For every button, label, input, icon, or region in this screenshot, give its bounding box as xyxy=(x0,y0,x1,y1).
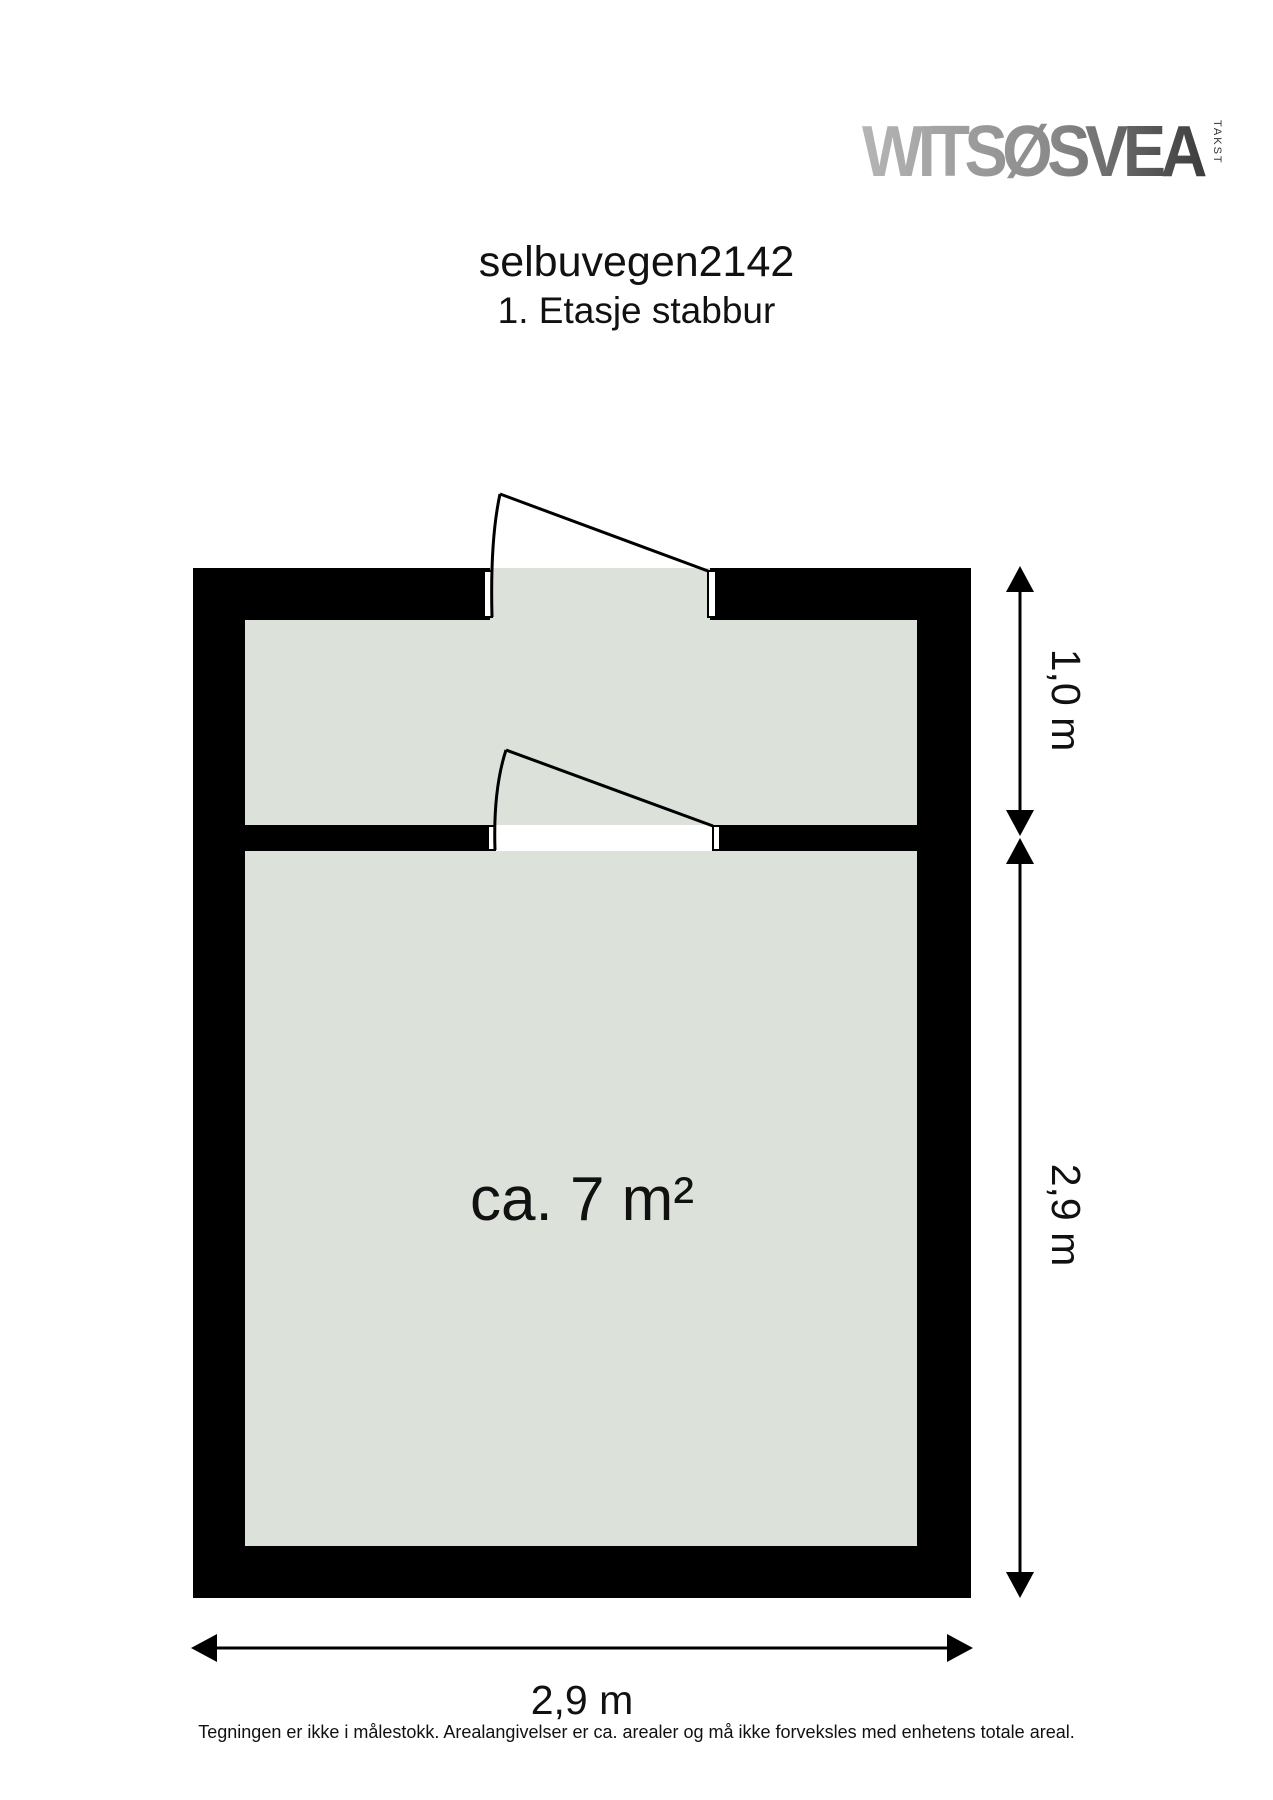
witsosvea-logo: WITSØSVEA TAKST xyxy=(862,112,1223,188)
interior-wall xyxy=(245,825,917,851)
entry-floor xyxy=(245,595,917,825)
svg-text:TAKST: TAKST xyxy=(1211,120,1223,165)
main-room-area-label: ca. 7 m² xyxy=(470,1165,694,1234)
disclaimer-text: Tegningen er ikke i målestokk. Arealangi… xyxy=(198,1722,1075,1742)
height-upper-label: 1,0 m xyxy=(1043,649,1089,752)
width-label: 2,9 m xyxy=(531,1677,634,1723)
entry-door-threshold xyxy=(490,568,710,595)
vertical-dimension xyxy=(1006,566,1034,1598)
main-room-floor xyxy=(245,851,917,1546)
plan-subtitle: 1. Etasje stabbur xyxy=(497,290,776,331)
horizontal-dimension xyxy=(191,1634,973,1662)
svg-text:WITSØSVEA: WITSØSVEA xyxy=(862,112,1206,188)
plan-title: selbuvegen2142 xyxy=(478,238,795,286)
height-lower-label: 2,9 m xyxy=(1043,1164,1089,1267)
outer-walls xyxy=(193,568,971,1598)
interior-door-swing xyxy=(493,748,714,851)
entry-door-swing xyxy=(490,492,709,618)
